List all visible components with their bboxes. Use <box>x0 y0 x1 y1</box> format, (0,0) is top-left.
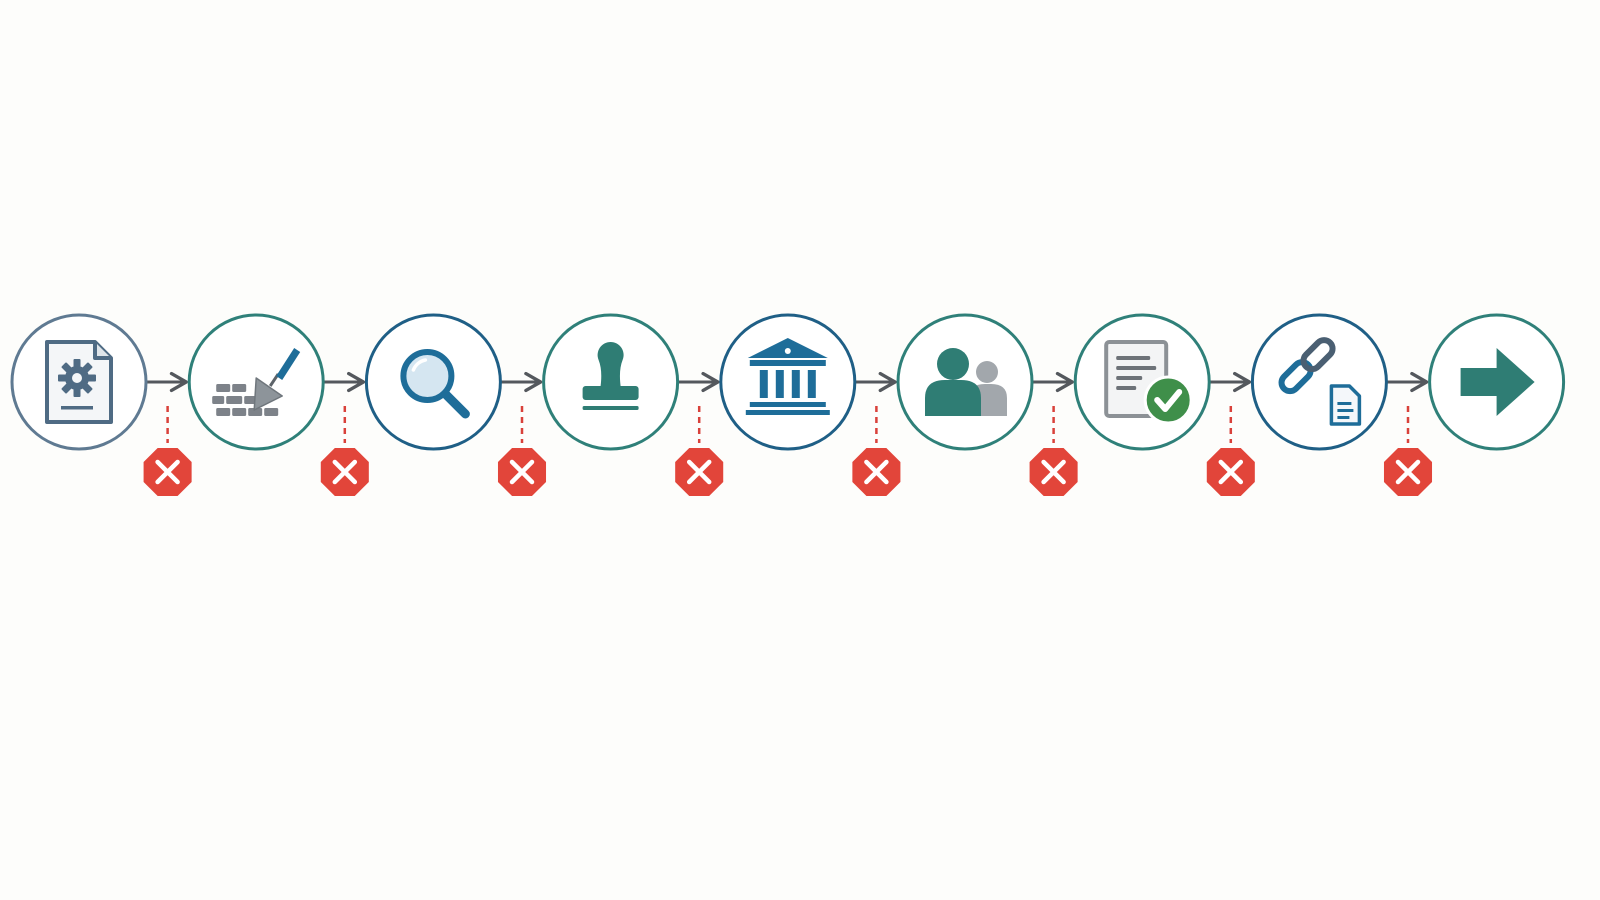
step-node <box>187 313 325 451</box>
people-icon <box>925 348 1007 416</box>
stop-x-icon <box>852 447 901 497</box>
step-node <box>1073 313 1211 451</box>
blockers <box>143 447 1433 497</box>
step-node <box>364 313 502 451</box>
stop-x-icon <box>143 447 192 497</box>
government-building-icon <box>745 338 830 415</box>
stop-x-icon <box>320 447 369 497</box>
step-node <box>719 313 857 451</box>
link-document-icon <box>1278 337 1362 426</box>
stop-x-icon <box>1206 447 1255 497</box>
process-steps <box>10 313 1566 451</box>
brick-trowel-icon <box>212 348 301 416</box>
step-node <box>1428 313 1566 451</box>
document-approved-icon <box>1104 340 1193 425</box>
stop-x-icon <box>1029 447 1078 497</box>
stop-x-icon <box>497 447 547 497</box>
connectors <box>147 371 1429 443</box>
stop-x-icon <box>675 447 724 497</box>
step-node <box>896 313 1034 451</box>
document-settings-icon <box>45 340 113 424</box>
step-ring <box>719 313 857 451</box>
stop-x-icon <box>1383 447 1433 497</box>
step-node <box>542 313 680 451</box>
step-ring <box>1250 313 1388 451</box>
step-node <box>10 313 148 451</box>
rubber-stamp-icon <box>582 342 639 410</box>
arrow-right-icon <box>1460 348 1535 416</box>
step-node <box>1250 313 1388 451</box>
magnifier-icon <box>400 349 470 419</box>
